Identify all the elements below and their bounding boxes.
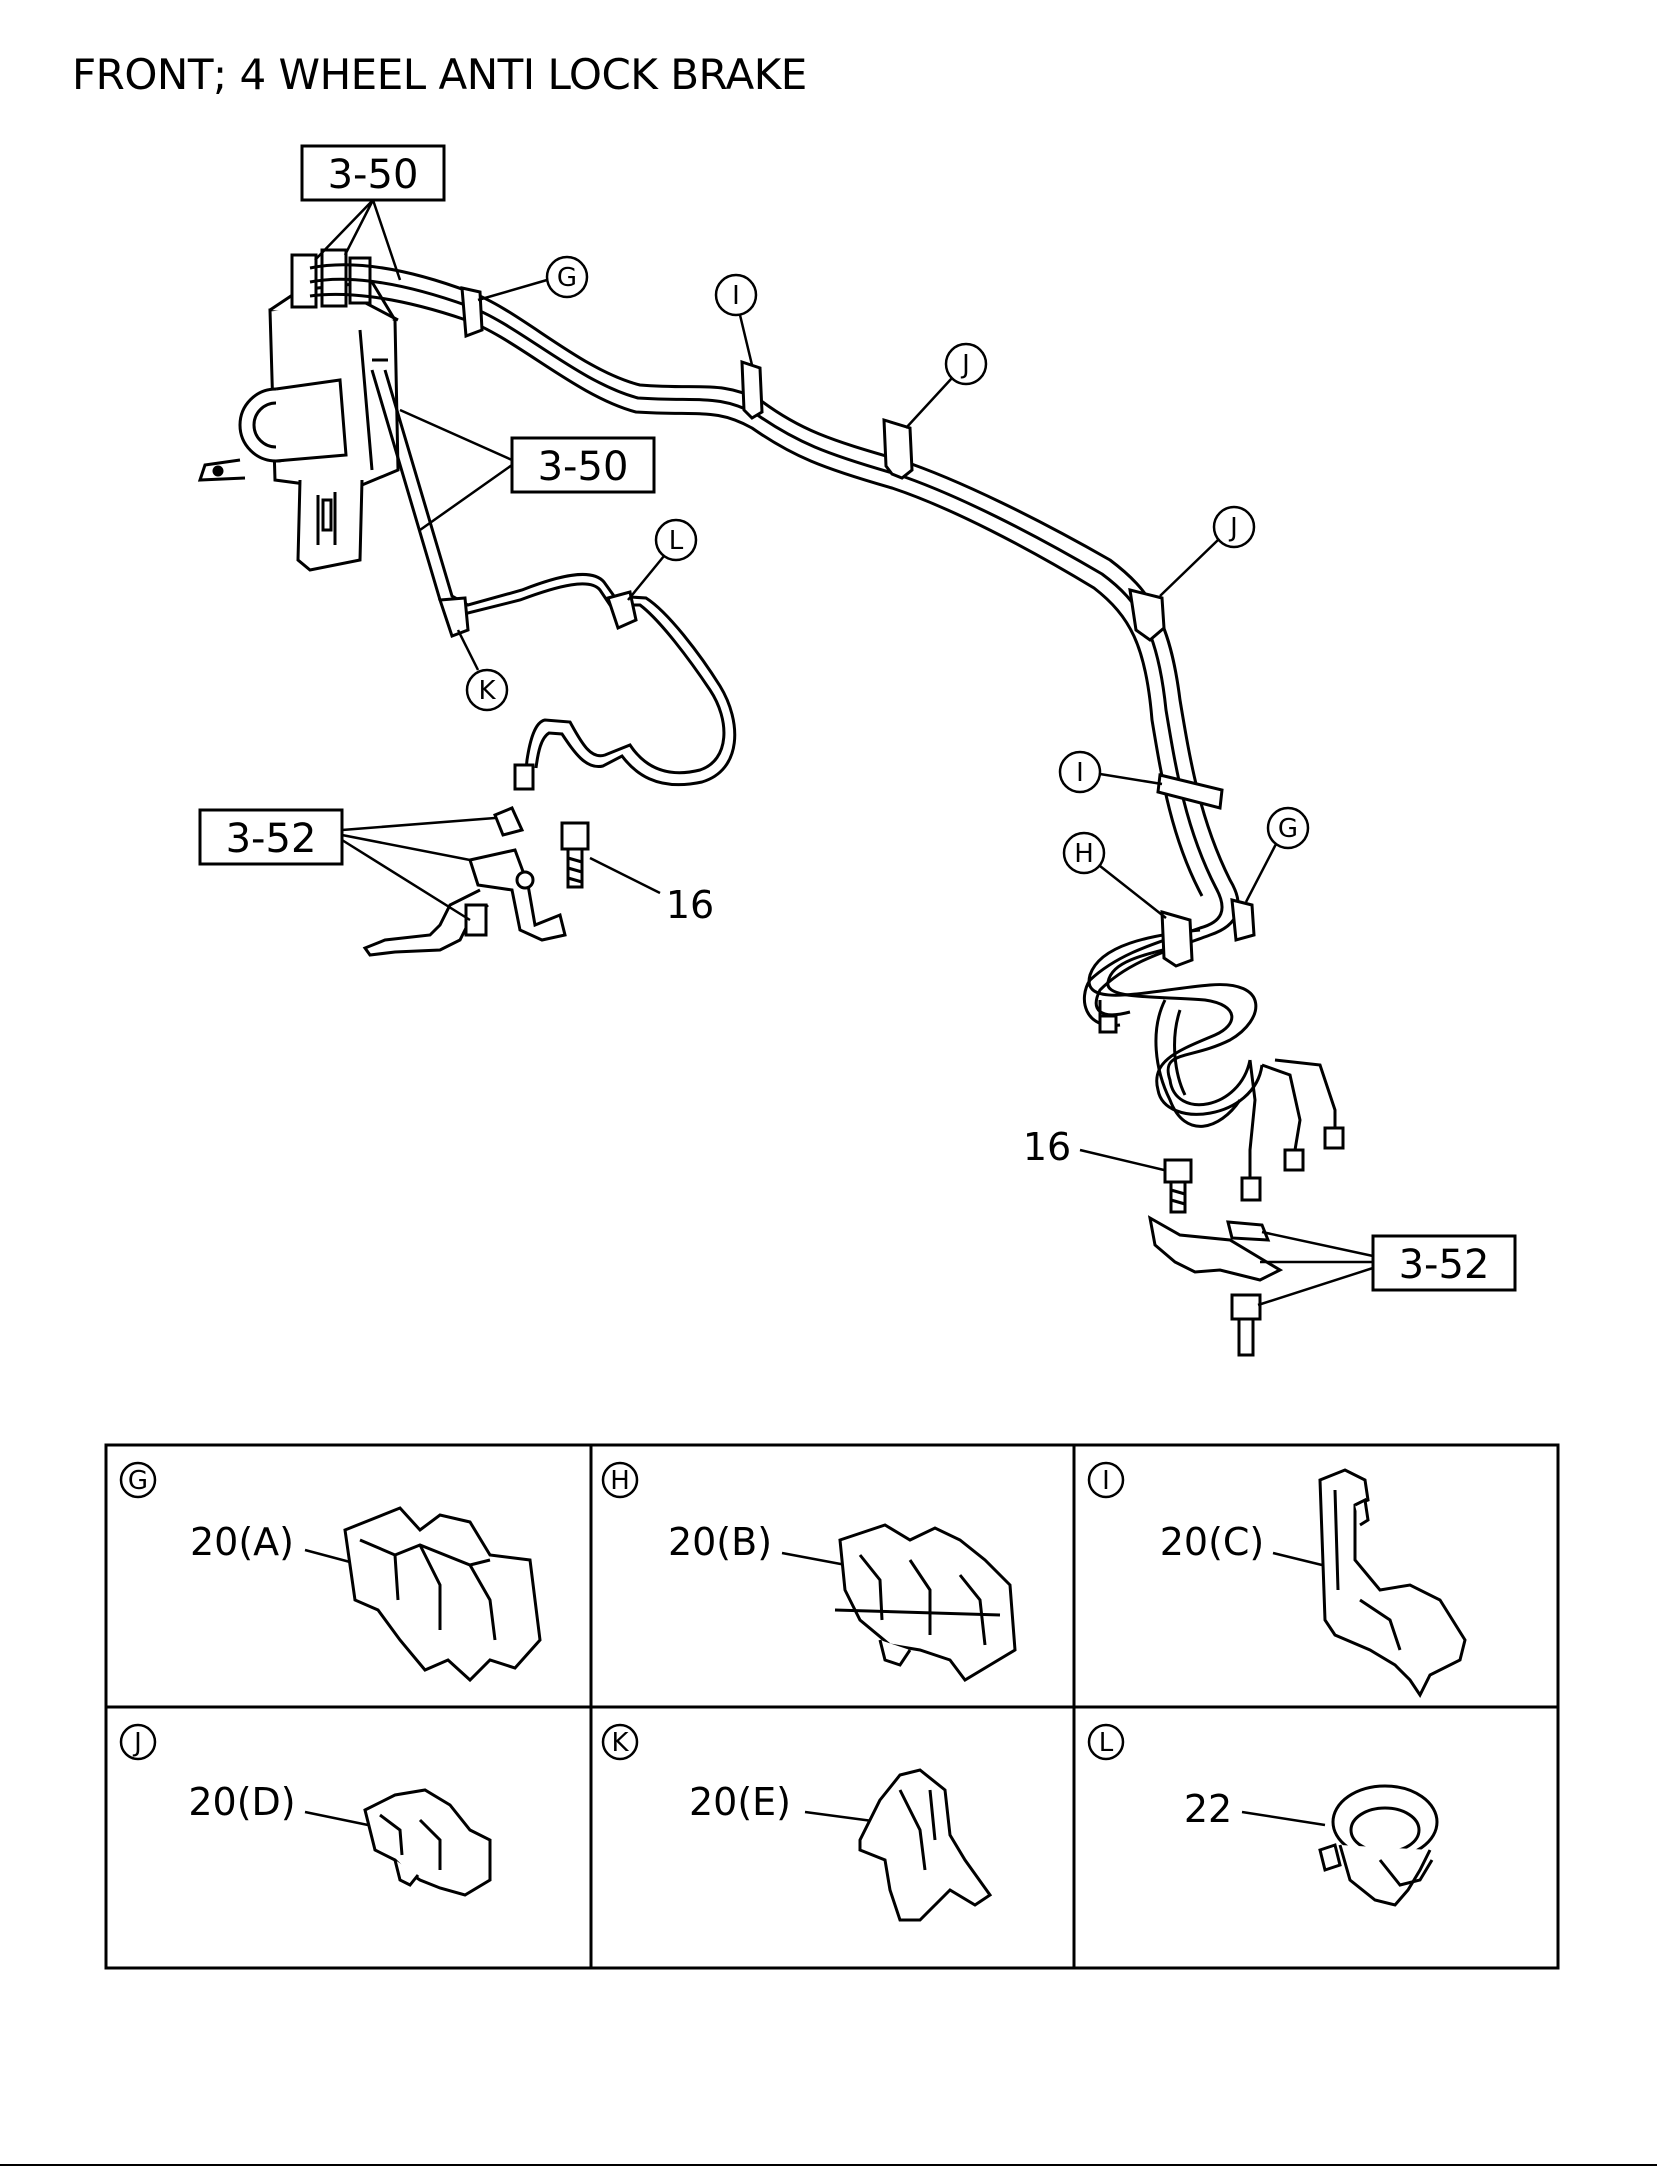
part-number-16-left: 16 bbox=[589, 856, 714, 927]
callout-h: H bbox=[1062, 831, 1167, 919]
right-lower-bolt bbox=[1230, 1293, 1262, 1357]
svg-text:L: L bbox=[669, 526, 684, 556]
left-branch-pipe bbox=[370, 369, 737, 787]
svg-text:K: K bbox=[478, 676, 496, 706]
clip-20c-drawing bbox=[1318, 1468, 1467, 1698]
pipe-end-fitting-left bbox=[513, 763, 535, 791]
lower-right-pipe-loops bbox=[1087, 928, 1337, 1180]
callout-j-top: J bbox=[905, 342, 988, 429]
clip-20b-drawing bbox=[834, 1523, 1017, 1682]
pipe-clip-h bbox=[1160, 909, 1194, 968]
svg-text:I: I bbox=[1102, 1466, 1110, 1496]
ref-box-3-52-left: 3-52 bbox=[198, 808, 496, 922]
part-number-16-right: 16 bbox=[1023, 1125, 1165, 1172]
svg-text:L: L bbox=[1099, 1728, 1114, 1758]
pipe-clip-j-mid bbox=[1128, 587, 1166, 642]
pipe-clip-j-top bbox=[882, 417, 914, 480]
svg-text:20(C): 20(C) bbox=[1160, 1520, 1265, 1564]
svg-text:20(E): 20(E) bbox=[689, 1780, 791, 1824]
pipe-clip-i-mid bbox=[1156, 773, 1224, 810]
svg-text:3-50: 3-50 bbox=[538, 444, 629, 490]
pipe-clip-g-mid bbox=[1230, 898, 1256, 942]
svg-text:3-50: 3-50 bbox=[328, 152, 419, 198]
right-bracket bbox=[1147, 1215, 1284, 1282]
clip-20d-drawing bbox=[363, 1788, 492, 1897]
detail-cell-j: J 20(D) bbox=[119, 1723, 492, 1897]
detail-cell-h: H 20(B) bbox=[601, 1461, 1017, 1682]
svg-text:G: G bbox=[128, 1466, 148, 1496]
callout-j-mid: J bbox=[1159, 505, 1256, 597]
clip-20a-drawing bbox=[343, 1506, 542, 1683]
pipe-clip-l bbox=[606, 590, 638, 631]
svg-text:16: 16 bbox=[666, 883, 714, 927]
svg-text:22: 22 bbox=[1184, 1787, 1232, 1831]
left-bolt-16 bbox=[560, 821, 590, 889]
callout-l: L bbox=[627, 518, 698, 601]
page-title: FRONT; 4 WHEEL ANTI LOCK BRAKE bbox=[72, 50, 807, 99]
callout-k: K bbox=[456, 629, 509, 712]
clip-20e-drawing bbox=[858, 1768, 993, 1922]
detail-cell-k: K 20(E) bbox=[601, 1723, 993, 1922]
svg-text:H: H bbox=[610, 1466, 630, 1496]
callout-g-mid: G bbox=[1244, 806, 1310, 903]
callout-i-top: I bbox=[714, 273, 758, 366]
clip-22-drawing bbox=[1318, 1784, 1439, 1907]
svg-text:I: I bbox=[732, 281, 740, 311]
detail-grid bbox=[104, 1443, 1560, 1970]
svg-text:J: J bbox=[960, 350, 970, 380]
detail-cell-i: I 20(C) bbox=[1087, 1461, 1467, 1698]
pipe-end-fittings-right bbox=[1098, 1014, 1345, 1202]
svg-text:J: J bbox=[1228, 513, 1238, 543]
svg-text:I: I bbox=[1076, 758, 1084, 788]
pipe-clip-i-top bbox=[740, 359, 764, 420]
svg-text:G: G bbox=[1278, 814, 1298, 844]
svg-text:K: K bbox=[611, 1728, 629, 1758]
svg-text:20(B): 20(B) bbox=[668, 1520, 772, 1564]
svg-text:H: H bbox=[1074, 839, 1094, 869]
abs-modulator-unit bbox=[197, 248, 400, 572]
svg-text:20(D): 20(D) bbox=[188, 1780, 295, 1824]
callout-i-mid: I bbox=[1058, 750, 1163, 794]
ref-box-3-52-right: 3-52 bbox=[1257, 1230, 1517, 1307]
detail-cell-l: L 22 bbox=[1087, 1723, 1439, 1907]
callout-g-top: G bbox=[477, 255, 589, 302]
bottom-rule bbox=[0, 2164, 1657, 2166]
svg-text:20(A): 20(A) bbox=[190, 1520, 294, 1564]
svg-text:3-52: 3-52 bbox=[226, 816, 317, 862]
ref-box-3-50-mid: 3-50 bbox=[399, 408, 656, 532]
pipe-clip-k bbox=[437, 596, 470, 638]
right-bolt-16 bbox=[1163, 1158, 1193, 1214]
svg-text:J: J bbox=[132, 1728, 142, 1758]
left-hose-bracket bbox=[362, 806, 567, 957]
ref-box-3-50-top: 3-50 bbox=[300, 144, 446, 281]
detail-cell-g: G 20(A) bbox=[119, 1461, 542, 1683]
svg-text:G: G bbox=[557, 263, 577, 293]
pipe-clip-g-top bbox=[460, 286, 484, 339]
svg-text:3-52: 3-52 bbox=[1399, 1242, 1490, 1288]
svg-text:16: 16 bbox=[1023, 1125, 1071, 1169]
